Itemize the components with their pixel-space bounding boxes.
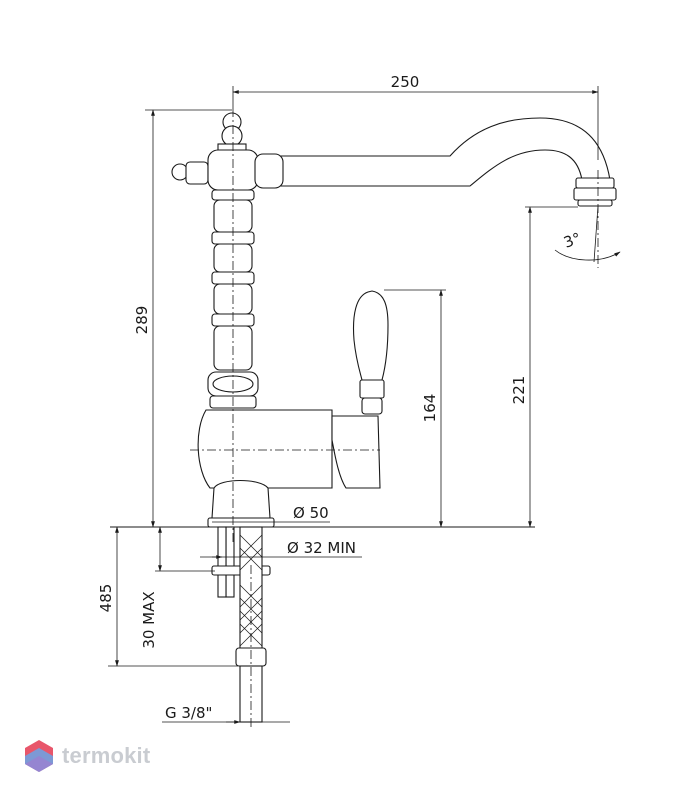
dim-lever-height: 164: [421, 394, 439, 423]
faucet-body: [171, 112, 617, 723]
dim-max-deck-thickness: 30 MAX: [140, 591, 158, 648]
dim-spout-reach: 250: [391, 73, 420, 91]
dim-hose-thread: G 3/8": [165, 704, 212, 722]
dim-base-diameter: Ø 50: [293, 504, 329, 522]
dim-overall-height: 289: [133, 306, 151, 335]
hexagon-logo-icon: [25, 740, 53, 772]
dim-hose-length: 485: [97, 584, 115, 613]
spout-pipe: [267, 117, 611, 187]
base-flange: [207, 517, 275, 528]
dim-hole-diameter: Ø 32 MIN: [287, 539, 356, 557]
mixer-body: [197, 409, 333, 489]
watermark-logo: termokit: [24, 736, 150, 776]
lever-handle: [352, 290, 389, 381]
dim-spout-outlet-height: 221: [510, 376, 528, 405]
aerator: [575, 177, 615, 189]
watermark-brand: termokit: [62, 743, 151, 768]
dim-spout-angle: 3°: [561, 229, 583, 252]
